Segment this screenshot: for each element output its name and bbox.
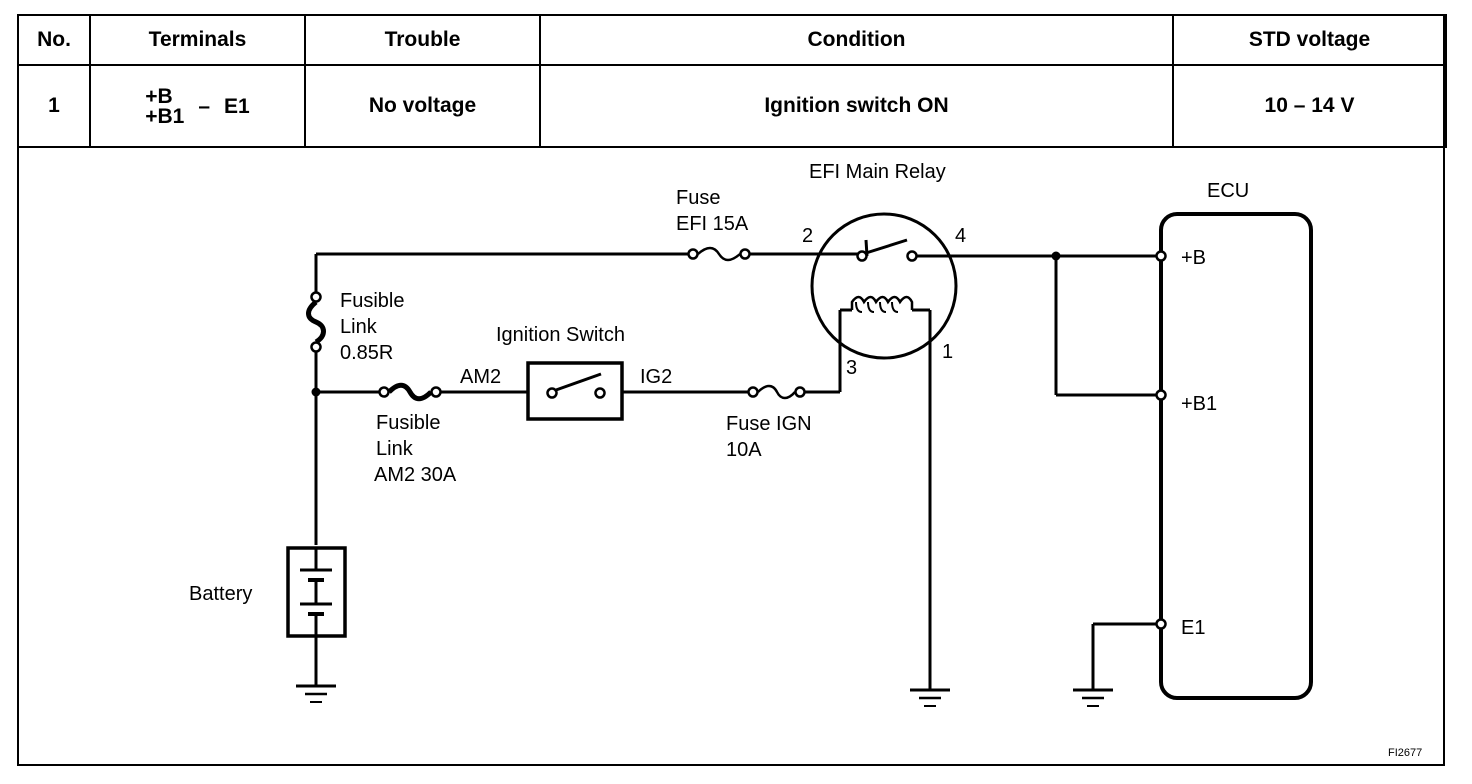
relay-pin-1-label: 1: [942, 341, 953, 363]
ecu-box: [1155, 212, 1313, 700]
battery-symbol: [286, 546, 347, 638]
figure-id: FI2677: [1388, 747, 1423, 759]
junction-dot: [1051, 251, 1061, 261]
fusible-link-label-1: Fusible: [340, 290, 404, 312]
fusible-link-label-2: Link: [340, 316, 378, 338]
fuse-efi-label-2: EFI 15A: [676, 213, 749, 235]
header-std-voltage: STD voltage: [1172, 14, 1447, 66]
terminal-b1: +B1: [145, 105, 185, 128]
cell-condition: Ignition switch ON: [539, 64, 1174, 148]
table-header-row: No. Terminals Trouble Condition STD volt…: [17, 14, 1447, 66]
header-condition: Condition: [539, 14, 1174, 66]
relay-pin-3-label: 3: [846, 357, 857, 379]
fuse-efi-symbol: [687, 246, 751, 262]
ig2-label: IG2: [640, 366, 672, 388]
ground-icon: [910, 688, 950, 707]
am2-link-label-3: AM2 30A: [374, 464, 457, 486]
ground-icon: [1073, 688, 1113, 707]
cell-terminals: +B +B1 – E1: [89, 64, 306, 148]
ecu-terminal-b1-label: +B1: [1181, 393, 1217, 415]
terminal-dash: –: [198, 95, 211, 118]
terminal-e1: E1: [224, 95, 250, 118]
ecu-label: ECU: [1207, 180, 1249, 202]
ignition-switch-symbol: [526, 361, 624, 421]
relay-pin-4-label: 4: [955, 225, 966, 247]
header-no: No.: [17, 14, 91, 66]
terminal-b: +B: [145, 85, 173, 108]
am2-link-label-2: Link: [376, 438, 414, 460]
fuse-ign-label-1: Fuse IGN: [726, 413, 812, 435]
ecu-terminal-b-label: +B: [1181, 247, 1206, 269]
battery-label: Battery: [189, 583, 252, 605]
cell-trouble: No voltage: [304, 64, 541, 148]
fusible-link-am2-symbol: [378, 382, 442, 402]
fusible-link-label-3: 0.85R: [340, 342, 393, 364]
am2-label: AM2: [460, 366, 501, 388]
relay-pin-2-label: 2: [802, 225, 813, 247]
fuse-efi-label-1: Fuse: [676, 187, 720, 209]
fusible-link-symbol: [306, 291, 326, 353]
header-terminals: Terminals: [89, 14, 306, 66]
fuse-ign-label-2: 10A: [726, 439, 762, 461]
ecu-terminal-e1-label: E1: [1181, 617, 1205, 639]
cell-std-voltage: 10 – 14 V: [1172, 64, 1447, 148]
efi-main-relay-symbol: [810, 212, 958, 360]
ground-icon: [296, 684, 336, 703]
table-row: 1 +B +B1 – E1 No voltage Ignition switch…: [17, 64, 1447, 148]
header-trouble: Trouble: [304, 14, 541, 66]
am2-link-label-1: Fusible: [376, 412, 440, 434]
spec-table: No. Terminals Trouble Condition STD volt…: [17, 14, 1447, 148]
relay-title-label: EFI Main Relay: [809, 161, 946, 183]
ignition-switch-label: Ignition Switch: [496, 324, 625, 346]
junction-dot: [311, 387, 321, 397]
fuse-ign-symbol: [747, 384, 806, 400]
cell-no: 1: [17, 64, 91, 148]
